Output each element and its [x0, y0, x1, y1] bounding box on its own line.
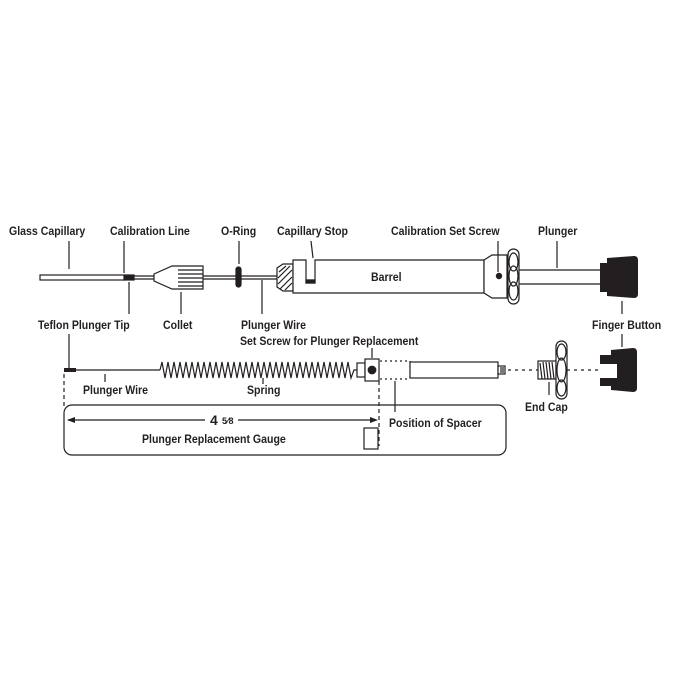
- calibration-line-mark: [123, 274, 135, 281]
- plunger-replacement-gauge: [63, 404, 507, 456]
- barrel-cap: [507, 248, 520, 305]
- label-calibration-set-screw: Calibration Set Screw: [391, 224, 500, 238]
- plunger-rod: [409, 361, 499, 379]
- spacer-position: [380, 360, 411, 380]
- exploded-finger-button: [600, 348, 637, 392]
- label-set-screw-plunger-replacement: Set Screw for Plunger Replacement: [240, 334, 419, 348]
- spring: [159, 361, 357, 381]
- label-teflon-plunger-tip: Teflon Plunger Tip: [38, 318, 130, 332]
- label-barrel: Barrel: [371, 270, 402, 284]
- gauge-measurement-whole: 4: [210, 412, 218, 428]
- label-position-of-spacer: Position of Spacer: [389, 416, 482, 430]
- label-calibration-line: Calibration Line: [110, 224, 190, 238]
- barrel: [292, 254, 508, 299]
- label-end-cap: End Cap: [525, 400, 568, 414]
- label-spring: Spring: [247, 383, 281, 397]
- plunger: [519, 269, 600, 285]
- label-plunger-wire-top: Plunger Wire: [241, 318, 307, 332]
- finger-button: [600, 256, 638, 298]
- collet: [153, 265, 204, 290]
- o-ring: [235, 266, 242, 288]
- gauge-spacer-box: [363, 427, 379, 450]
- label-o-ring: O-Ring: [221, 224, 257, 238]
- label-glass-capillary: Glass Capillary: [9, 224, 86, 238]
- label-collet: Collet: [163, 318, 193, 332]
- label-capillary-stop: Capillary Stop: [277, 224, 349, 238]
- barrel-thread: [276, 263, 294, 292]
- gauge-measurement-fraction: 5⁄8: [222, 416, 234, 426]
- label-plunger: Plunger: [538, 224, 578, 238]
- label-finger-button: Finger Button: [592, 318, 662, 332]
- teflon-plunger-tip: [64, 368, 76, 372]
- set-screw-dot: [367, 365, 377, 375]
- label-plunger-wire-exploded: Plunger Wire: [83, 383, 149, 397]
- label-plunger-replacement-gauge: Plunger Replacement Gauge: [142, 432, 286, 446]
- glass-capillary: [39, 274, 126, 281]
- end-cap: [537, 340, 568, 400]
- calibration-set-screw: [495, 272, 503, 280]
